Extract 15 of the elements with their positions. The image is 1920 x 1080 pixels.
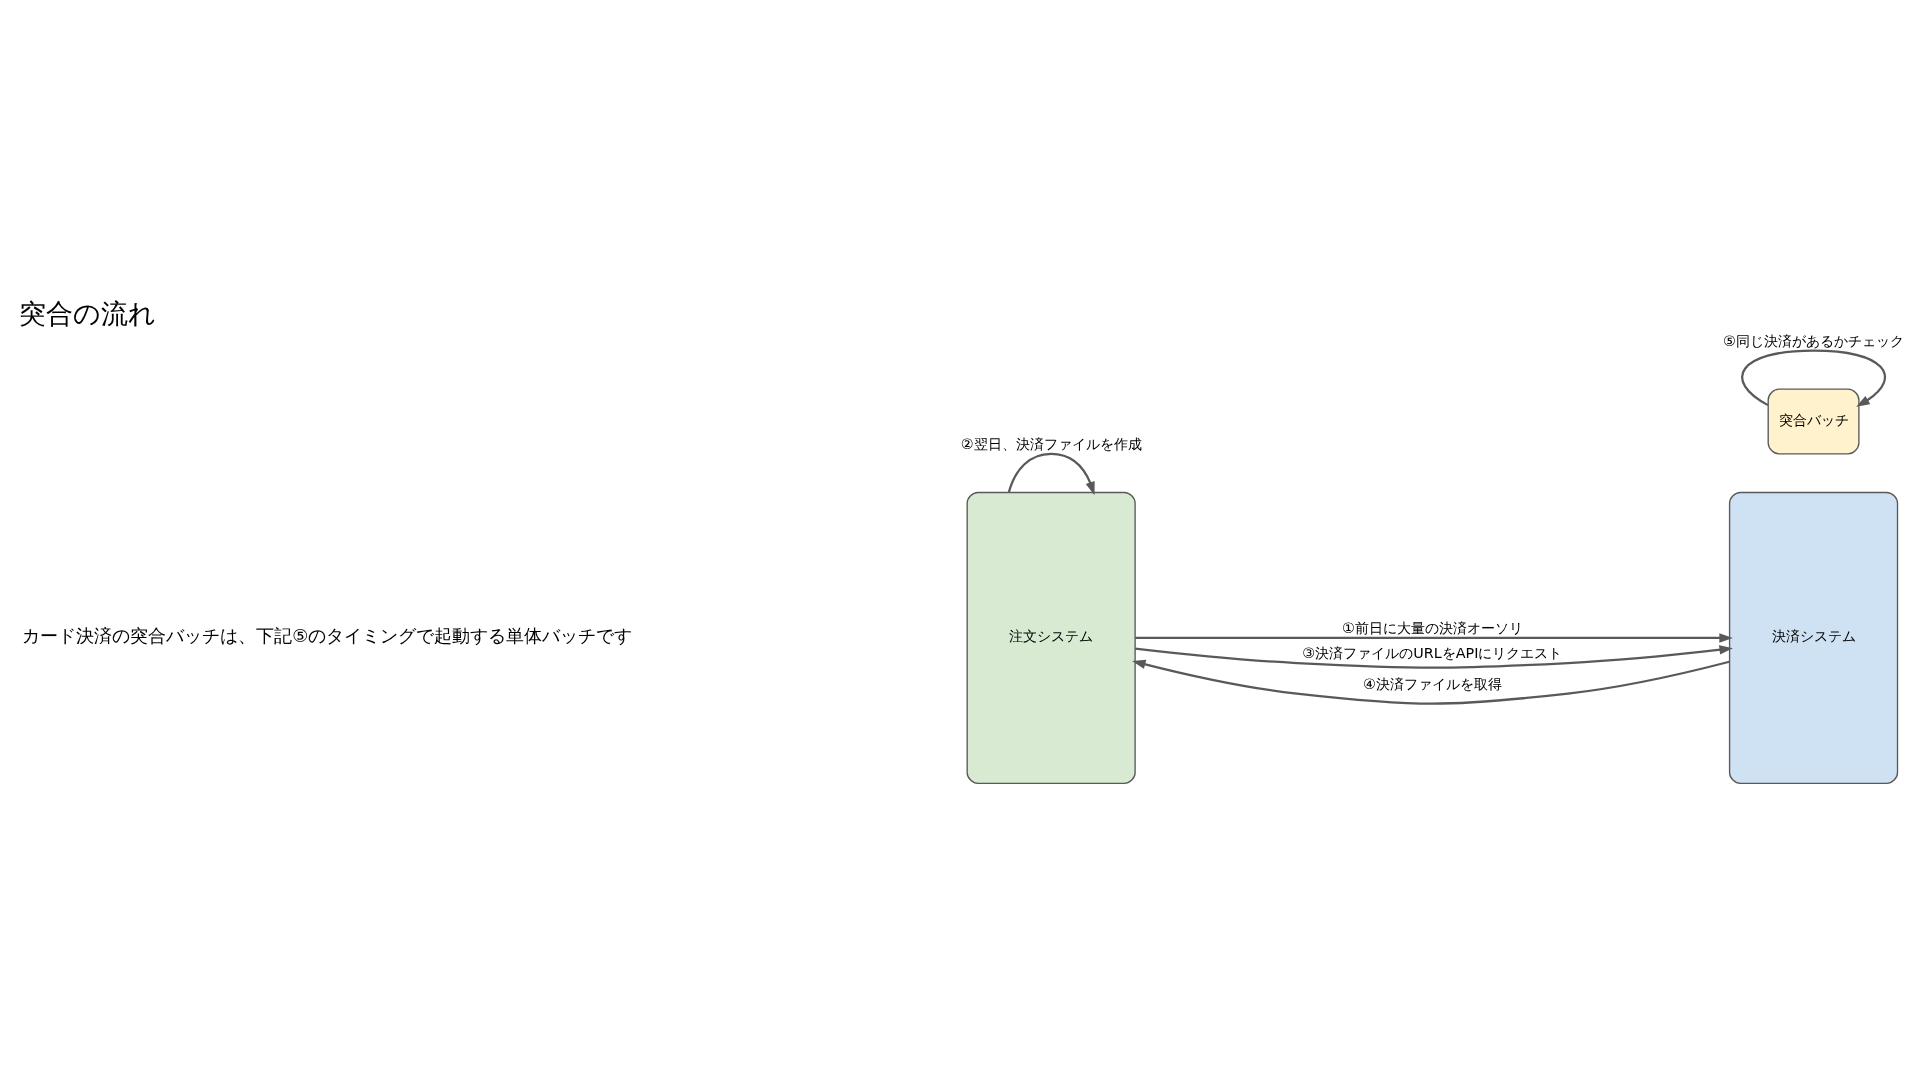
label: カード決済の突合バッチは、下記⑤のタイミングで起動する単体バッチです bbox=[22, 624, 633, 646]
edge-label: ②翌日、決済ファイルを作成 bbox=[960, 435, 1142, 452]
diagram-title: 突合の流れ bbox=[18, 297, 156, 329]
edge-label: ③決済ファイルのURLをAPIにリクエスト bbox=[1302, 644, 1563, 661]
edge-label: ⑤同じ決済があるかチェック bbox=[1723, 332, 1904, 349]
arrow bbox=[1741, 348, 1886, 407]
node-box: 注文システム bbox=[966, 491, 1136, 784]
edge-label: ①前日に大量の決済オーソリ bbox=[1341, 619, 1523, 636]
arrow bbox=[1135, 644, 1733, 669]
node-box: 決済システム bbox=[1728, 491, 1899, 784]
node-box: 突合バッチ bbox=[1767, 388, 1860, 454]
arrow bbox=[1132, 659, 1730, 705]
arrow bbox=[1135, 632, 1733, 643]
edge-label: ④決済ファイルを取得 bbox=[1362, 675, 1502, 692]
arrow bbox=[1007, 452, 1095, 495]
